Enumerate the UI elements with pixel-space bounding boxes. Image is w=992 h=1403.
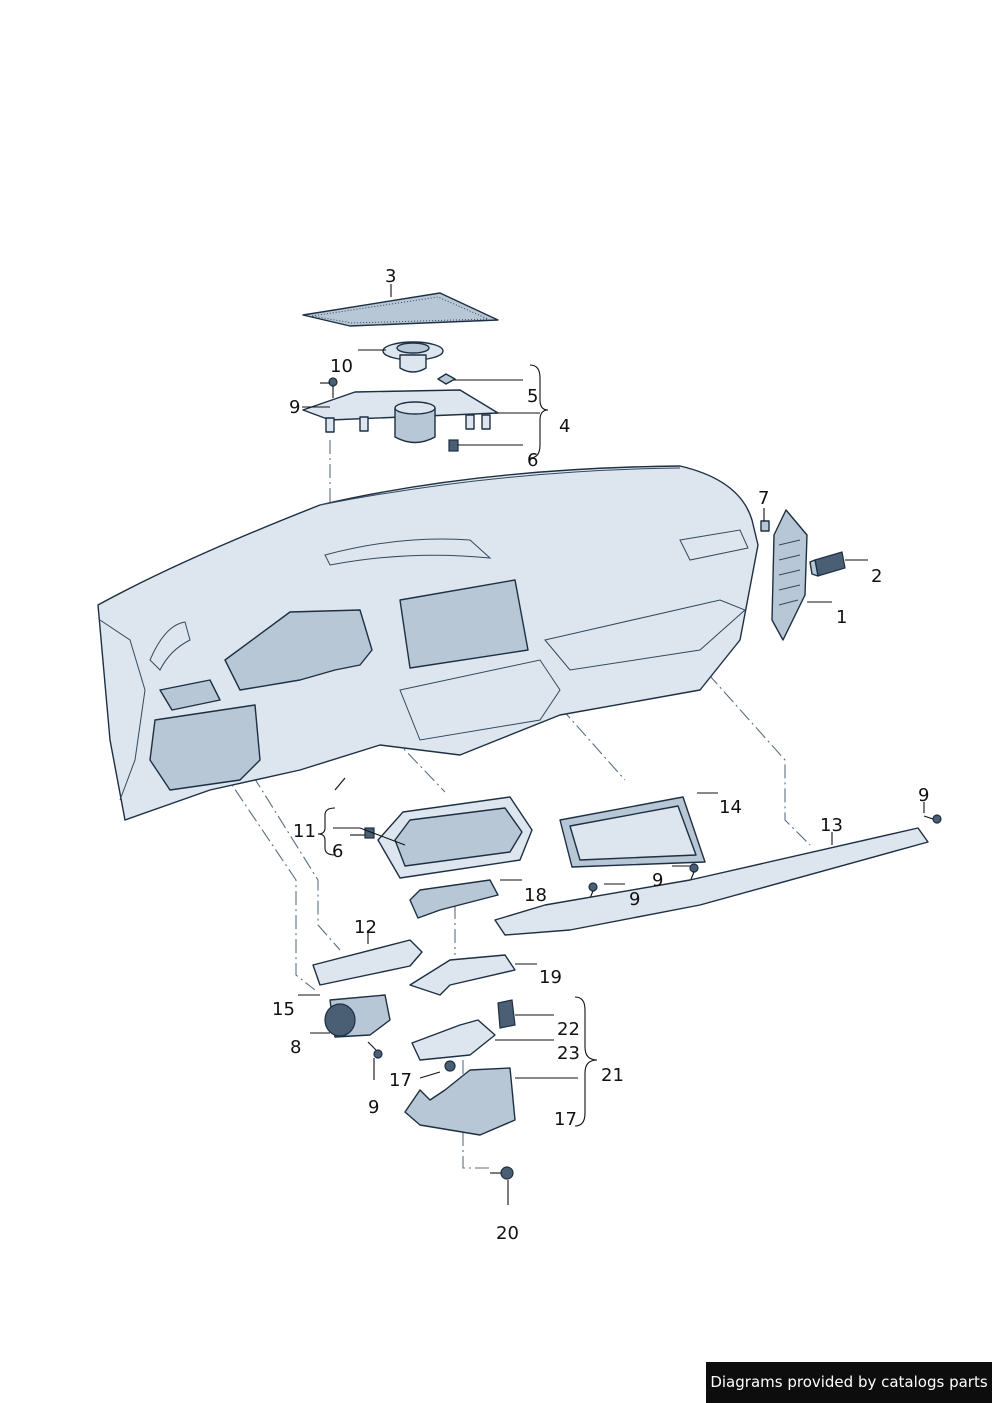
callout-9-right: 9 [918,785,929,806]
display-screen [559,796,706,868]
callout-9-trim-a: 9 [652,870,663,891]
callout-labels: 1 2 3 4 5 6 6 7 8 9 9 9 9 9 10 11 12 13 … [272,266,929,1244]
trim-strip-right [494,827,929,936]
side-end-cover [771,509,808,641]
callout-12: 12 [354,917,377,938]
callout-9-trim-b: 9 [629,889,640,910]
speaker [382,341,444,373]
column-trim-set [404,999,516,1136]
callout-17-left: 17 [389,1070,412,1091]
dashboard-body [97,465,759,821]
callout-8: 8 [290,1037,301,1058]
callout-6-cluster: 6 [332,841,343,862]
speaker-bracket [302,389,499,444]
light-switch [324,994,391,1038]
callout-21: 21 [601,1065,624,1086]
callout-18: 18 [524,885,547,906]
callout-23: 23 [557,1043,580,1064]
callout-7: 7 [758,488,769,509]
callout-22: 22 [557,1019,580,1040]
callout-14: 14 [719,797,742,818]
callout-13: 13 [820,815,843,836]
callout-19: 19 [539,967,562,988]
callout-1: 1 [836,607,847,628]
screws [328,377,942,1180]
leader-lines [298,284,925,1205]
credit-banner: Diagrams provided by catalogs parts [706,1362,992,1403]
clip-parts [364,373,770,839]
callout-9-top: 9 [289,397,300,418]
callout-4: 4 [559,416,570,437]
callout-17-right: 17 [554,1109,577,1130]
callout-10: 10 [330,356,353,377]
callout-20: 20 [496,1223,519,1244]
callout-15: 15 [272,999,295,1020]
callout-11: 11 [293,821,316,842]
cluster-trim [409,879,499,919]
switch-module [809,551,846,577]
trim-strip-left [312,939,423,986]
callout-2: 2 [871,566,882,587]
column-cover-upper [409,954,516,996]
callout-5: 5 [527,386,538,407]
callout-6-top: 6 [527,450,538,471]
instrument-cluster [377,796,533,879]
callout-3: 3 [385,266,396,287]
speaker-grille-cover [302,292,499,327]
callout-9-switch: 9 [368,1097,379,1118]
